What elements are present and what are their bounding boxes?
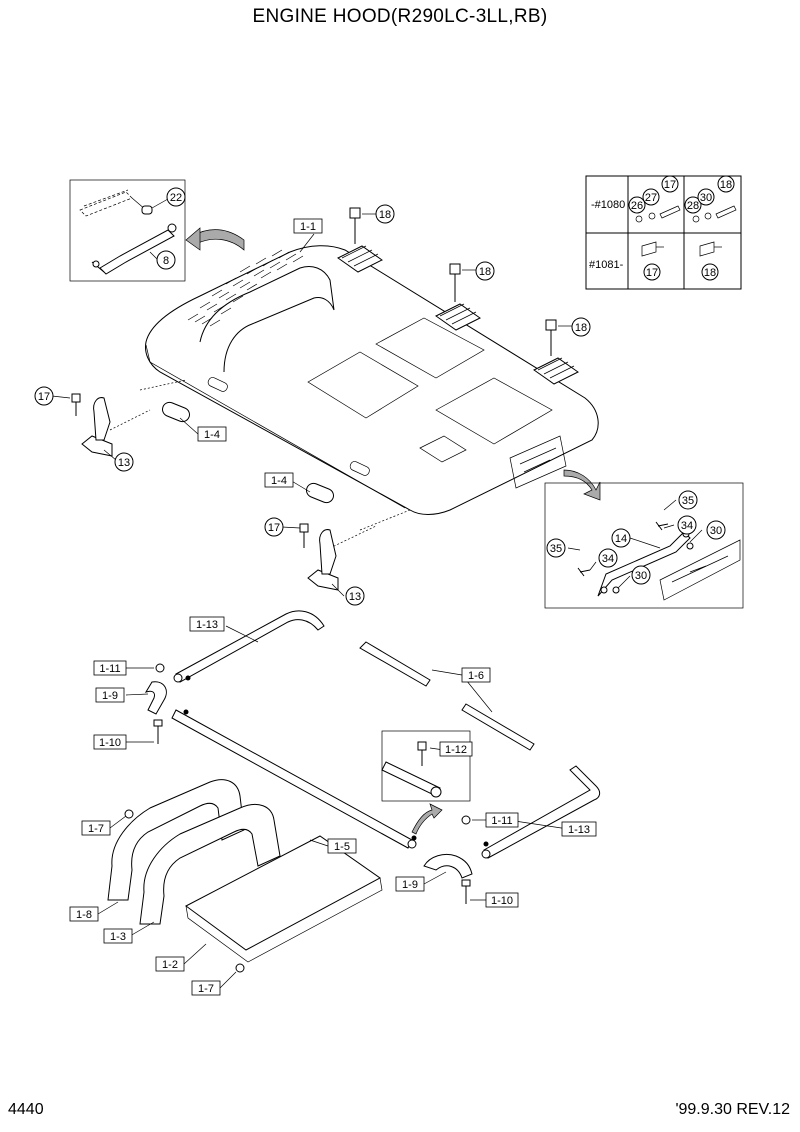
- circle-label: 18: [379, 209, 391, 221]
- circle-label: 17: [664, 179, 676, 191]
- circle-label: 8: [163, 255, 169, 267]
- circle-label: 14: [615, 533, 627, 545]
- circle-label: 22: [170, 192, 182, 204]
- page-title: ENGINE HOOD(R290LC-3LL,RB): [252, 6, 548, 27]
- circle-label: 27: [645, 192, 657, 204]
- circle-label: 17: [38, 391, 50, 403]
- box-label: 1-7: [198, 983, 214, 995]
- box-label: 1-9: [402, 879, 418, 891]
- box-label: 1-11: [99, 663, 120, 675]
- gas-spring-inset: [69, 179, 186, 282]
- engine-hood: [145, 207, 599, 515]
- box-label: 1-3: [110, 931, 126, 943]
- circle-label: 30: [635, 570, 647, 582]
- latch-lower: [299, 482, 339, 591]
- box-label: 1-4: [204, 429, 220, 441]
- circle-label: 18: [575, 322, 587, 334]
- latch-upper: [71, 393, 190, 457]
- frame-pipes: [171, 610, 601, 859]
- gas-spring-callout-arrow: [185, 227, 245, 251]
- box-label: 1-4: [271, 475, 287, 487]
- circle-label: 13: [349, 591, 361, 603]
- clamp-right: [423, 853, 473, 879]
- circle-labels: 22 8 18 18 18 17 13 17 13 35 34 14 30 35…: [34, 187, 726, 606]
- circle-label: 34: [602, 553, 614, 565]
- box-label: 1-6: [468, 670, 484, 682]
- hinge-bolts: [349, 207, 557, 356]
- box-label: 1-8: [76, 909, 92, 921]
- circle-label: 28: [687, 200, 699, 212]
- box-label: 1-7: [88, 823, 104, 835]
- circle-label: 30: [710, 525, 722, 537]
- grips-and-pad: [107, 779, 383, 973]
- circle-label: 35: [682, 495, 694, 507]
- circle-label: 35: [550, 543, 562, 555]
- circle-label: 17: [646, 267, 658, 279]
- box-label: 1-1: [300, 221, 316, 233]
- hood-mesh-panels: [307, 317, 553, 463]
- circle-label: 26: [631, 200, 643, 212]
- box-label: 1-12: [445, 744, 467, 756]
- variant-row2-label: #1081-: [589, 259, 624, 271]
- circle-label: 18: [479, 266, 491, 278]
- hood-vent-slots: [187, 249, 304, 327]
- circle-label: 18: [704, 267, 716, 279]
- pipe-joint-inset: [381, 730, 471, 835]
- box-label: 1-10: [491, 895, 513, 907]
- circle-label: 17: [268, 522, 280, 534]
- page-number: 4440: [8, 1101, 44, 1118]
- circle-label: 30: [700, 192, 712, 204]
- box-label: 1-2: [162, 959, 178, 971]
- variant-row1-label: -#1080: [591, 199, 625, 211]
- box-label: 1-10: [99, 737, 121, 749]
- box-label: 1-13: [196, 619, 218, 631]
- circle-label: 13: [118, 457, 130, 469]
- clamp-left: [144, 681, 167, 715]
- revision-date: '99.9.30 REV.12: [675, 1101, 790, 1118]
- circle-label: 34: [681, 520, 693, 532]
- box-labels: 1-1 1-4 1-4 1-13 1-11 1-9 1-10 1-6 1-12 …: [69, 218, 597, 996]
- box-label: 1-9: [102, 690, 118, 702]
- box-label: 1-13: [568, 824, 590, 836]
- circle-label: 18: [720, 179, 732, 191]
- variant-table: -#1080 #1081- 26 27 17 28 30 18 17 18: [585, 175, 742, 290]
- box-label: 1-11: [491, 815, 512, 827]
- box-label: 1-5: [334, 841, 350, 853]
